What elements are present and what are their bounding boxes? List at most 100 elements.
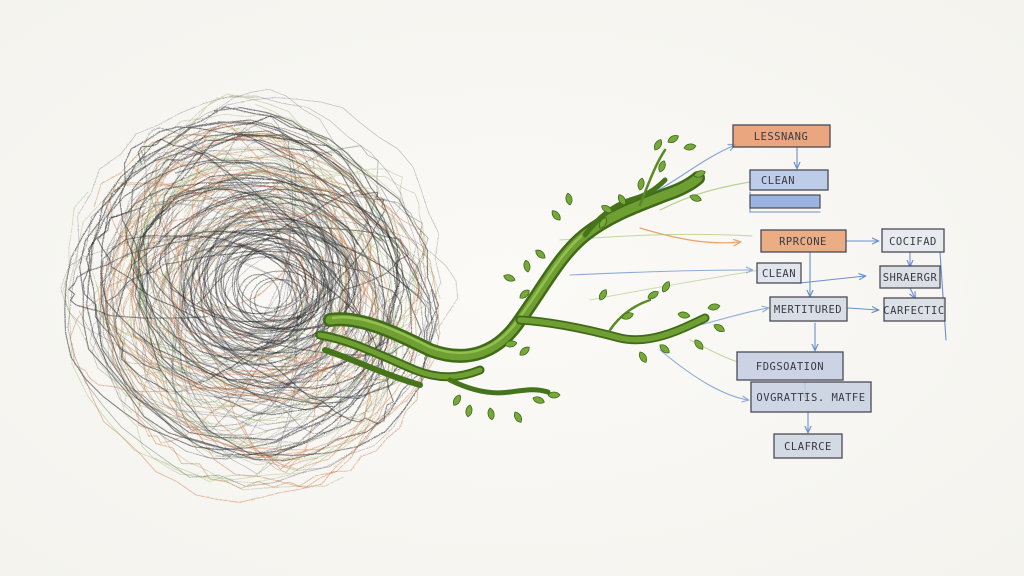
scribble-stroke: [137, 138, 395, 425]
leaf: [551, 210, 561, 221]
scribble-stroke: [124, 206, 354, 359]
leaf: [677, 311, 691, 319]
connector: [939, 251, 947, 341]
leaf: [654, 139, 662, 151]
scribble-stroke: [119, 172, 427, 414]
scribble-stroke: [110, 97, 442, 444]
scribble-stroke: [196, 189, 386, 384]
scribble-stroke: [133, 198, 349, 403]
scribble-stroke: [131, 123, 381, 488]
scribble-stroke: [194, 192, 340, 341]
flow-node-fdgsoation: FDGSOATION: [736, 351, 844, 381]
leaf: [659, 344, 670, 354]
flowchart: LESSNANG CLEAN RPRCONE CLEAN: [732, 124, 946, 459]
scribble-stroke: [182, 243, 331, 365]
connector: [799, 276, 865, 284]
flow-node-label: CLAFRCE: [784, 441, 832, 453]
flow-node-label: RPRCONE: [779, 236, 827, 248]
leaf: [547, 391, 561, 399]
scribble-stroke: [237, 273, 281, 324]
leaf: [662, 281, 670, 293]
flow-node-carfectic: CARFECTIC: [883, 297, 946, 322]
scribble-stroke: [149, 167, 417, 422]
flow-node-label: CLEAN: [762, 268, 796, 280]
guide-arrow: [659, 349, 748, 400]
scribble-stroke: [67, 123, 424, 487]
flow-node-cocifad: COCIFAD: [881, 228, 945, 253]
scribble-stroke: [210, 230, 355, 371]
leaf: [694, 339, 704, 350]
flow-node-clafrce: CLAFRCE: [773, 433, 843, 459]
scribble-stroke: [203, 208, 336, 354]
scribble-stroke: [103, 180, 412, 381]
vine-branch: [315, 148, 710, 396]
scribble-stroke: [132, 161, 322, 363]
leaves: [453, 135, 725, 423]
scribble-stroke: [82, 174, 420, 372]
leaf: [667, 135, 679, 143]
flow-node-rprcone: RPRCONE: [760, 229, 847, 253]
scribble-stroke: [236, 246, 323, 317]
leaf: [639, 351, 647, 363]
leaf: [707, 303, 721, 311]
scribble-stroke: [96, 205, 429, 356]
flow-node-label: OVGRATTIS. MATFE: [756, 392, 865, 404]
guide-arrow: [569, 270, 752, 276]
scribble-stroke: [215, 220, 350, 354]
leaf: [599, 289, 607, 301]
scribble-stroke: [200, 228, 362, 368]
leaf: [599, 217, 607, 229]
scribble-stroke: [204, 218, 357, 342]
scribble-stroke: [124, 187, 421, 341]
scribble-stroke: [113, 145, 441, 491]
scribble-stroke: [233, 242, 327, 330]
scribble-stroke: [214, 233, 299, 323]
scribble-stroke: [220, 239, 307, 329]
scribble-stroke: [131, 153, 419, 461]
connector: [847, 308, 878, 310]
leaf: [693, 170, 706, 178]
guide-arrow: [589, 269, 761, 301]
flow-node-label: FDGSOATION: [756, 361, 824, 373]
leaf: [523, 259, 531, 273]
leaf: [601, 205, 613, 213]
scribble-stroke: [146, 177, 333, 390]
guide-arrow: [699, 308, 768, 326]
leaf: [713, 324, 725, 332]
scribble-stroke: [218, 232, 355, 333]
scribble-stroke: [83, 133, 391, 503]
scribble-stroke: [202, 253, 318, 335]
leaf: [683, 143, 697, 151]
leaf: [658, 160, 666, 173]
leaf: [503, 274, 516, 282]
flow-node-label: CARFECTIC: [883, 305, 944, 317]
leaf: [519, 289, 530, 299]
flow-node-label: LESSNANG: [754, 131, 809, 143]
flow-node-shraergr: SHRAERGR: [879, 265, 941, 289]
leaf: [621, 312, 634, 320]
guide-arrow: [639, 227, 740, 243]
flow-node-label: MERTITURED: [774, 304, 842, 316]
leaf: [647, 291, 659, 299]
scribble-stroke: [114, 188, 401, 393]
scribble-stroke: [171, 214, 374, 403]
leaf: [637, 177, 645, 191]
scribble-stroke: [224, 256, 302, 333]
flow-node-label: CLEAN: [761, 175, 795, 187]
scribble-stroke: [254, 279, 308, 323]
leaf: [689, 194, 702, 202]
flow-node-label: SHRAERGR: [883, 272, 938, 284]
scribble-stroke: [170, 171, 374, 470]
leaf: [487, 407, 495, 421]
leaf: [504, 340, 518, 348]
scribble-stroke: [100, 235, 373, 389]
scribble-stroke: [137, 215, 344, 398]
leaf: [519, 346, 530, 356]
scribble-stroke: [192, 215, 342, 331]
scribble-stroke: [63, 103, 386, 431]
scribble-stroke: [180, 194, 334, 356]
scribble-stroke: [104, 185, 389, 441]
leaf: [532, 396, 545, 404]
